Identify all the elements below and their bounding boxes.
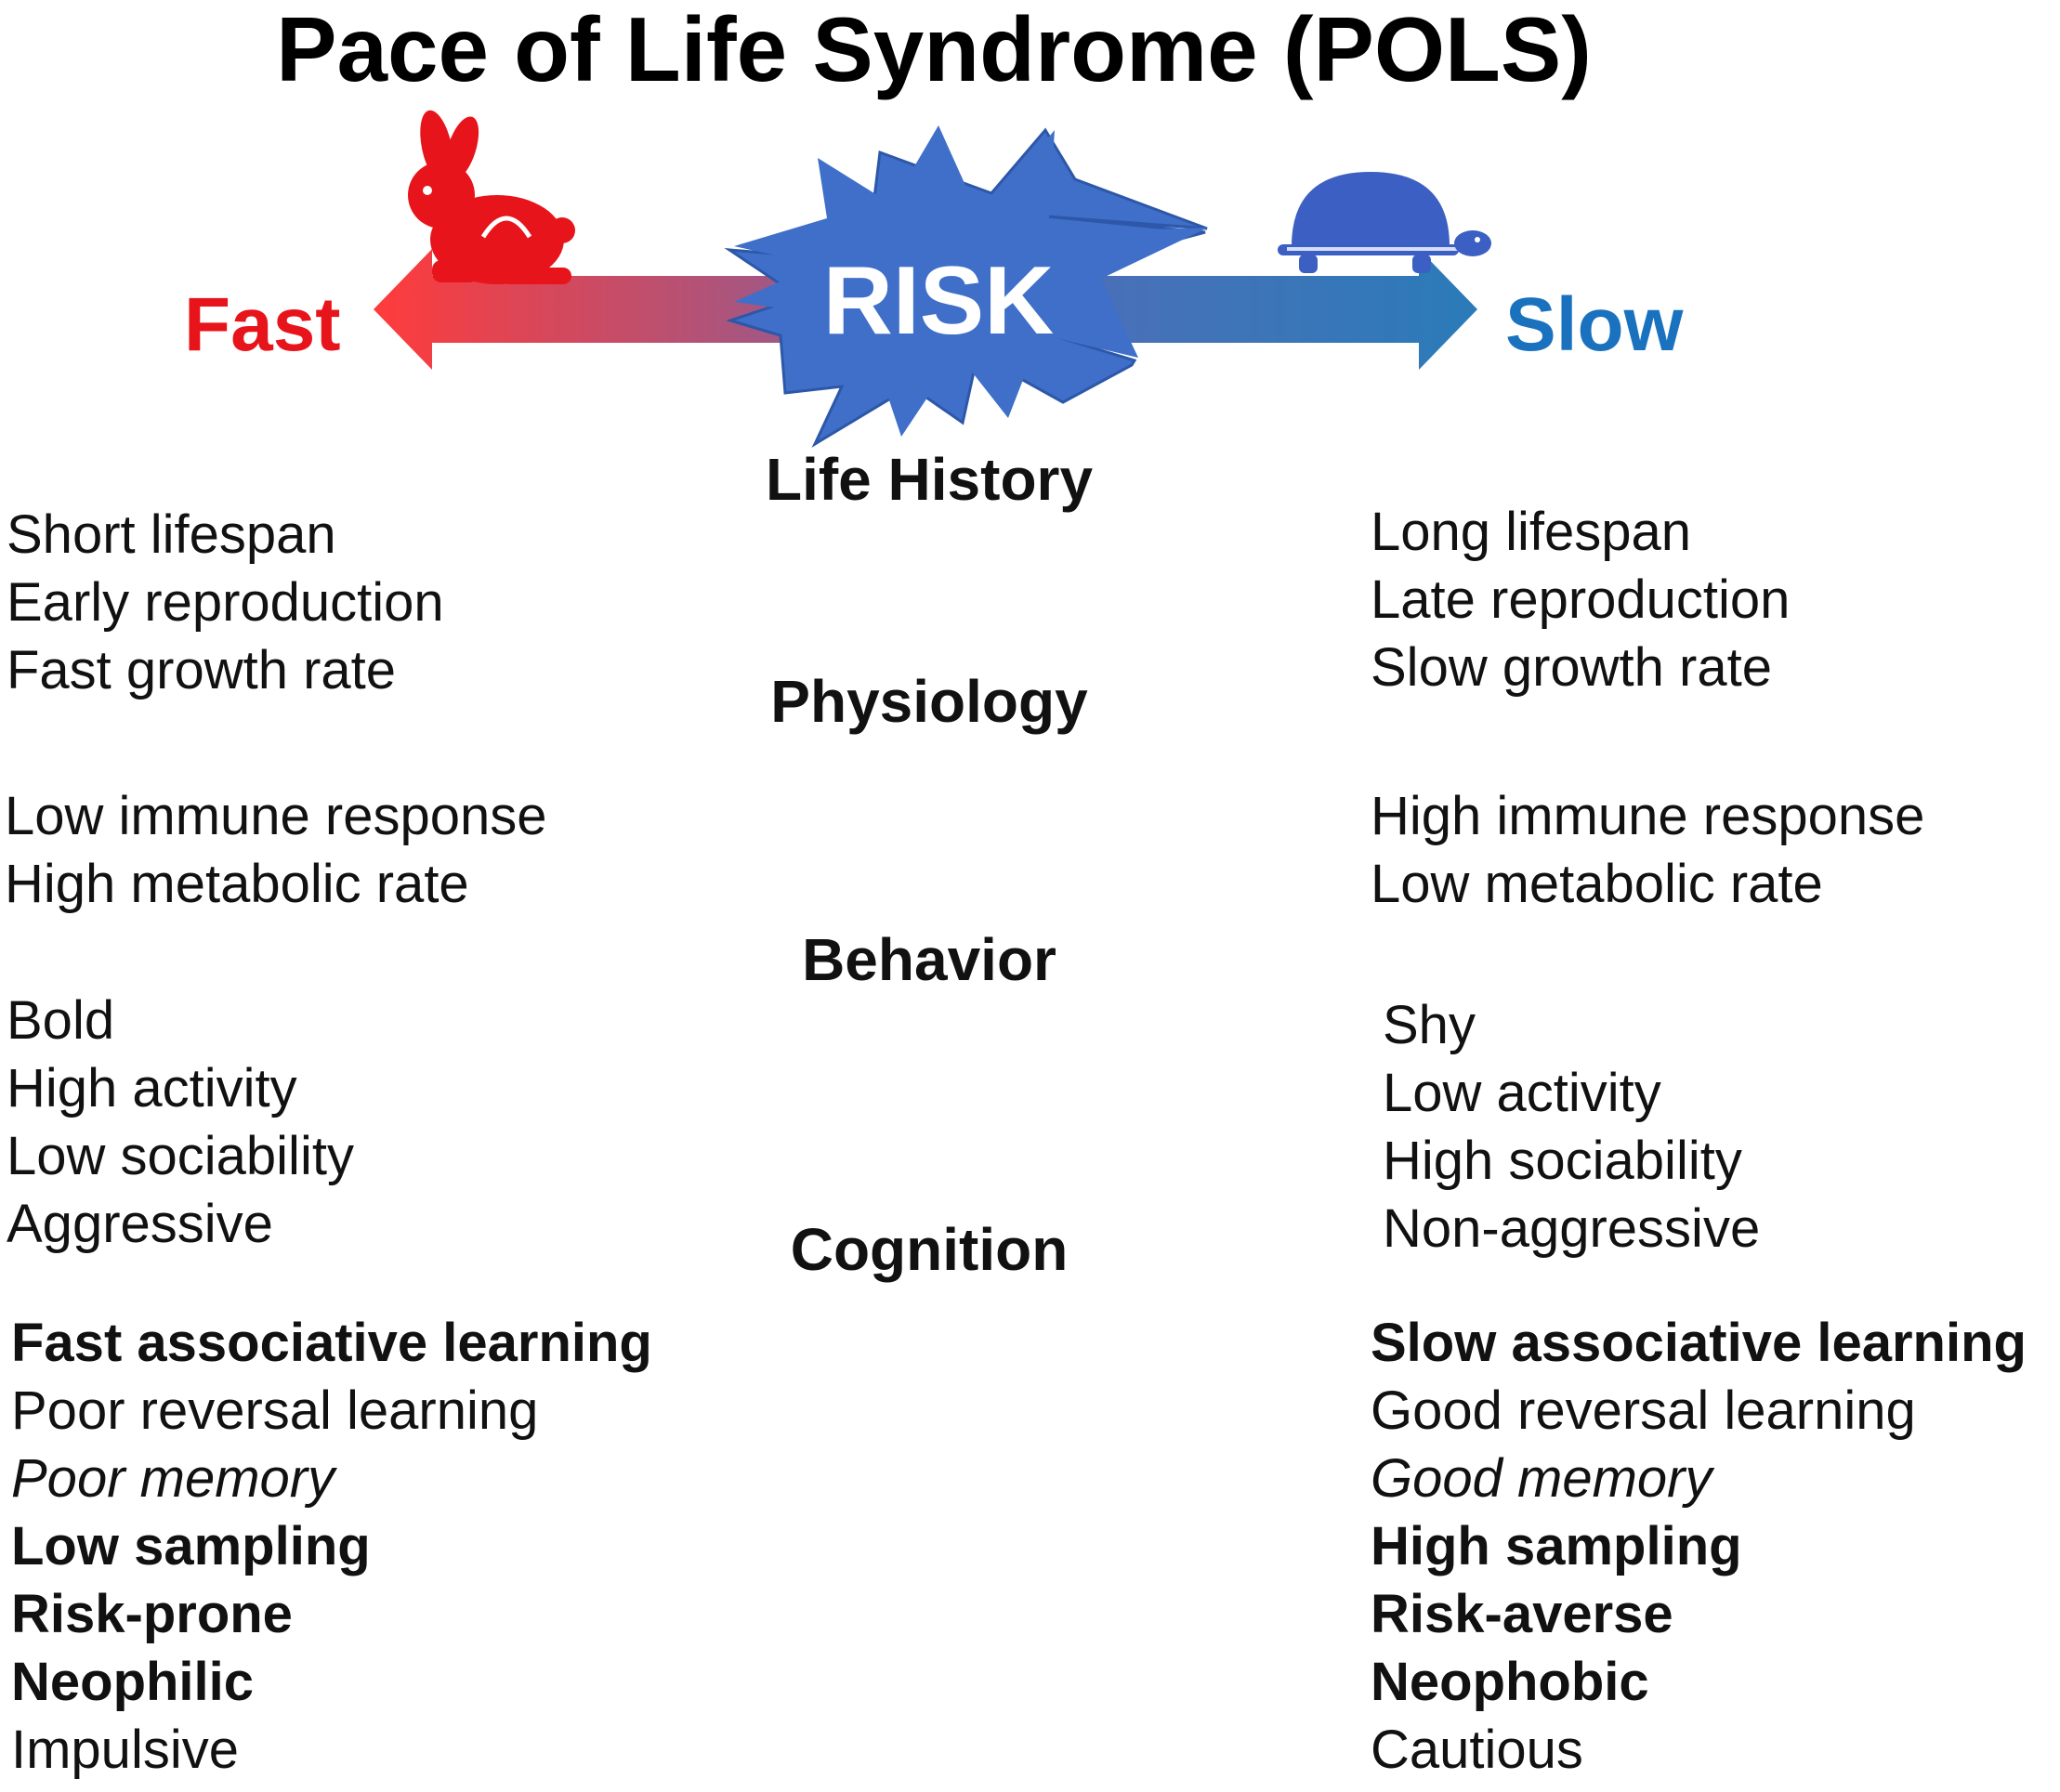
list-item: Neophobic [1371, 1652, 1649, 1712]
list-item: Low immune response [5, 786, 547, 846]
fast-physiology-list: Low immune response High metabolic rate [5, 782, 547, 918]
list-item: Shy [1383, 995, 1476, 1055]
list-item: Fast growth rate [7, 640, 397, 700]
list-item: Cautious [1371, 1720, 1583, 1780]
list-item: Poor memory [11, 1448, 335, 1509]
list-item: Short lifespan [7, 504, 336, 565]
list-item: High activity [7, 1058, 297, 1118]
list-item: Slow associative learning [1371, 1313, 2027, 1373]
turtle-icon [1278, 172, 1491, 273]
list-item: Slow growth rate [1371, 637, 1772, 698]
list-item: High immune response [1371, 786, 1925, 846]
risk-burst-shape [734, 125, 1208, 437]
list-item: Non-aggressive [1383, 1198, 1761, 1259]
pace-axis-graphic [374, 110, 1491, 448]
list-item: Early reproduction [7, 572, 444, 633]
list-item: High sociability [1383, 1131, 1742, 1191]
slow-label: Slow [1505, 282, 1684, 367]
list-item: Late reproduction [1371, 569, 1791, 630]
slow-behavior-list: Shy Low activity High sociability Non-ag… [1383, 991, 1760, 1262]
fast-life-history-list: Short lifespan Early reproduction Fast g… [7, 501, 444, 704]
list-item: Low metabolic rate [1371, 854, 1823, 914]
list-item: Good reversal learning [1371, 1380, 1916, 1441]
list-item: Bold [7, 990, 115, 1051]
slow-arrow [1069, 249, 1477, 370]
list-item: High metabolic rate [5, 854, 469, 914]
list-item: Long lifespan [1371, 502, 1692, 562]
rabbit-icon [408, 110, 575, 284]
list-item: Good memory [1371, 1448, 1712, 1509]
list-item: Low sociability [7, 1126, 354, 1186]
list-item: Risk-averse [1371, 1584, 1673, 1644]
section-life-history: Life History [765, 446, 1094, 513]
list-item: Low sampling [11, 1516, 371, 1576]
list-item: High sampling [1371, 1516, 1742, 1576]
slow-physiology-list: High immune response Low metabolic rate [1371, 782, 1924, 918]
risk-label: RISK [822, 247, 1055, 355]
list-item: Aggressive [7, 1194, 273, 1254]
list-item: Fast associative learning [11, 1313, 652, 1373]
list-item: Neophilic [11, 1652, 255, 1712]
list-item: Risk-prone [11, 1584, 293, 1644]
fast-behavior-list: Bold High activity Low sociability Aggre… [7, 987, 354, 1258]
list-item: Poor reversal learning [11, 1380, 539, 1441]
section-physiology: Physiology [770, 668, 1088, 735]
list-item: Low activity [1383, 1063, 1661, 1123]
list-item: Impulsive [11, 1720, 239, 1780]
fast-label: Fast [184, 282, 341, 367]
slow-life-history-list: Long lifespan Late reproduction Slow gro… [1371, 498, 1790, 701]
diagram-title: Pace of Life Syndrome (POLS) [276, 0, 1592, 100]
section-behavior: Behavior [802, 926, 1056, 993]
section-cognition: Cognition [790, 1216, 1069, 1283]
